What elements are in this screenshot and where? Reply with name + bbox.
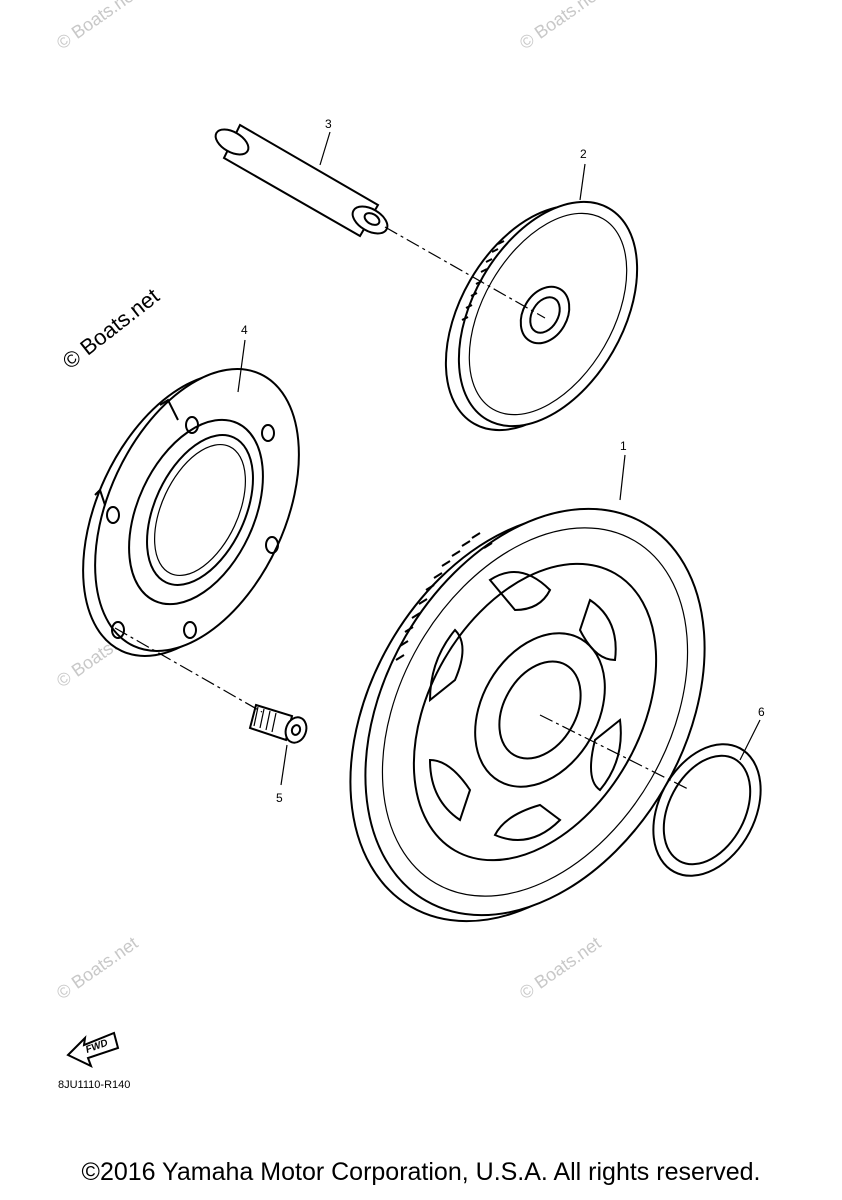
- part-3-shaft[interactable]: [211, 123, 392, 239]
- callout-part-1: 1: [620, 439, 627, 453]
- part-1-starter-clutch-gear[interactable]: [281, 448, 774, 982]
- copyright-notice: ©2016 Yamaha Motor Corporation, U.S.A. A…: [81, 1158, 761, 1186]
- part-5-bolt[interactable]: [248, 703, 310, 746]
- diagram-code: 8JU1110-R140: [58, 1079, 130, 1091]
- fwd-arrow-icon: FWD: [66, 1031, 120, 1068]
- part-6-washer[interactable]: [632, 726, 782, 895]
- leader-lines: [237, 131, 761, 786]
- watermark: © Boats.net: [53, 0, 142, 53]
- watermark: © Boats.net: [516, 933, 605, 1003]
- callout-part-3: 3: [325, 117, 332, 131]
- alignment-lines: [114, 226, 691, 791]
- callout-part-6: 6: [758, 705, 765, 719]
- callout-labels: 3 2 1 4 5 6: [241, 117, 765, 805]
- part-2-idler-gear[interactable]: [409, 171, 674, 461]
- callout-part-2: 2: [580, 147, 587, 161]
- part-4-one-way-clutch[interactable]: [42, 337, 340, 688]
- callout-part-5: 5: [276, 791, 283, 805]
- watermark: © Boats.net: [516, 0, 605, 53]
- callout-part-4: 4: [241, 323, 248, 337]
- watermark: © Boats.net: [53, 933, 142, 1003]
- watermark-dark: © Boats.net: [58, 283, 164, 374]
